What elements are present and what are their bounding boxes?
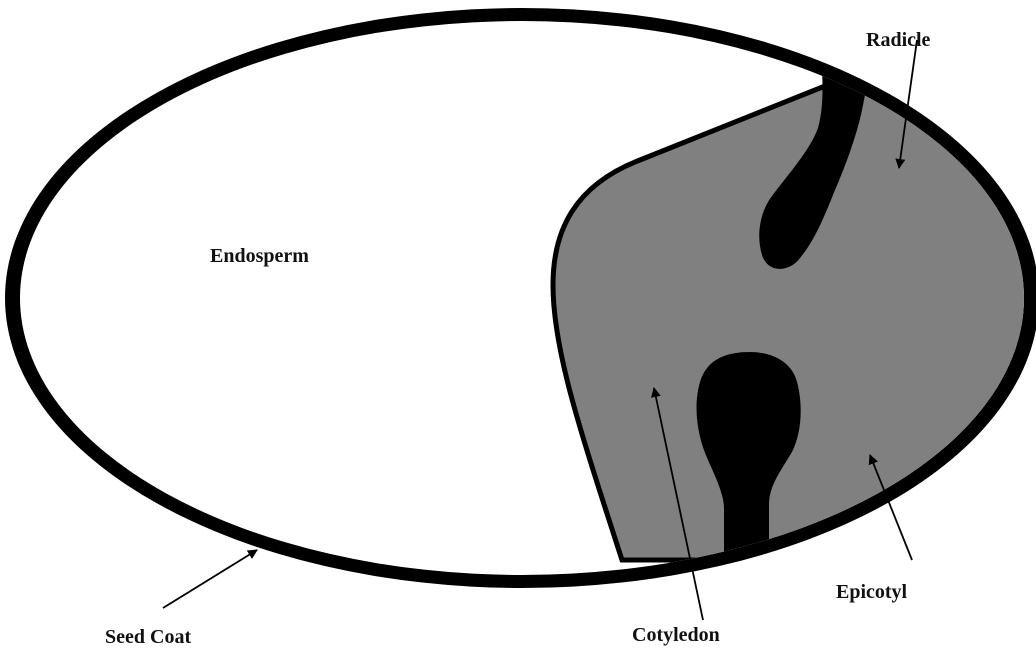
label-endosperm: Endosperm [210,245,309,267]
label-epicotyl: Epicotyl [836,581,908,603]
arrow-seed-coat [163,550,257,608]
label-cotyledon: Cotyledon [632,624,720,646]
label-radicle: Radicle [866,29,931,51]
label-seed-coat: Seed Coat [105,626,191,648]
